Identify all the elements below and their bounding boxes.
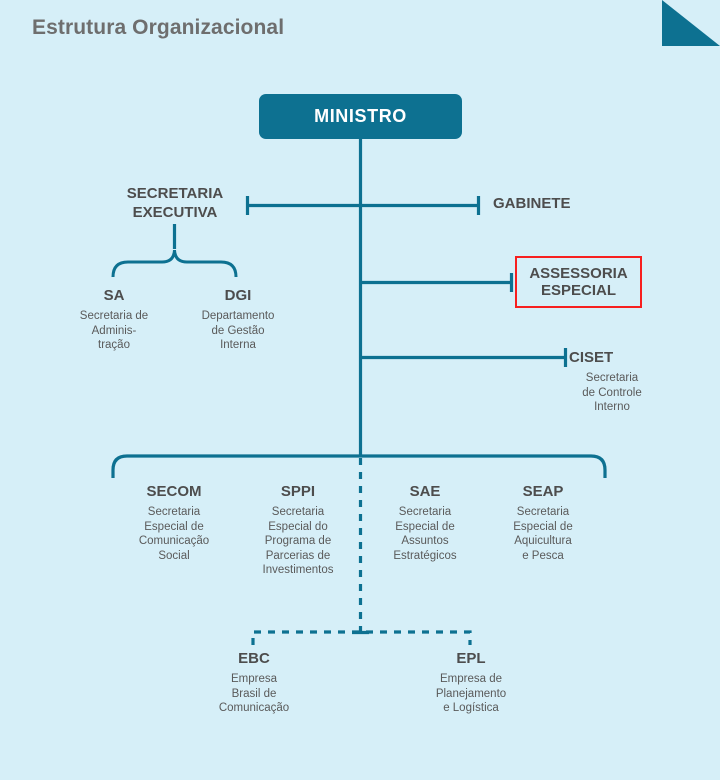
node-seap-code: SEAP	[522, 483, 564, 500]
node-sa-desc: Secretaria de Adminis- tração	[79, 310, 149, 351]
node-ebc-code: EBC	[238, 650, 270, 667]
node-secretaria-executiva[interactable]: SECRETARIA EXECUTIVA	[95, 184, 255, 222]
node-dgi[interactable]: DGI Departamento de Gestão Interna	[190, 287, 286, 353]
node-ciset-desc: Secretaria de Controle Interno	[582, 372, 642, 413]
node-sae-code: SAE	[409, 483, 441, 500]
node-ebc[interactable]: EBC Empresa Brasil de Comunicação	[200, 650, 308, 716]
node-gabinete-code: GABINETE	[493, 195, 571, 212]
node-seap-desc: Secretaria Especial de Aquicultura e Pes…	[513, 506, 573, 562]
node-ebc-desc: Empresa Brasil de Comunicação	[218, 673, 290, 714]
node-dgi-desc: Departamento de Gestão Interna	[201, 310, 275, 351]
node-dgi-code: DGI	[224, 287, 252, 304]
brace-sa-dgi	[111, 249, 238, 278]
node-epl-code: EPL	[456, 650, 486, 667]
node-secom-desc: Secretaria Especial de Comunicação Socia…	[138, 506, 210, 562]
node-secom[interactable]: SECOM Secretaria Especial de Comunicação…	[120, 483, 228, 563]
node-sppi-code: SPPI	[280, 483, 316, 500]
node-sppi-desc: Secretaria Especial do Programa de Parce…	[262, 506, 334, 576]
bracket-ebc-epl-dashed	[251, 630, 472, 645]
page-header: Estrutura Organizacional	[0, 0, 720, 66]
node-assessoria-especial-code: ASSESSORIA ESPECIAL	[529, 265, 628, 299]
node-ciset-code: CISET	[569, 349, 614, 366]
node-ministro-code: MINISTRO	[314, 106, 407, 126]
bracket-four-secretariats	[111, 454, 607, 478]
node-secretaria-executiva-code: SECRETARIA EXECUTIVA	[126, 185, 224, 221]
node-assessoria-especial[interactable]: ASSESSORIA ESPECIAL	[515, 256, 642, 308]
node-seap[interactable]: SEAP Secretaria Especial de Aquicultura …	[490, 483, 596, 563]
node-sae-desc: Secretaria Especial de Assuntos Estratég…	[393, 506, 457, 562]
node-epl-desc: Empresa de Planejamento e Logística	[435, 673, 507, 714]
node-sppi[interactable]: SPPI Secretaria Especial do Programa de …	[244, 483, 352, 578]
node-gabinete[interactable]: GABINETE	[493, 195, 643, 212]
node-sa-code: SA	[103, 287, 125, 304]
node-sa[interactable]: SA Secretaria de Adminis- tração	[68, 287, 160, 353]
node-epl[interactable]: EPL Empresa de Planejamento e Logística	[416, 650, 526, 716]
node-ciset[interactable]: CISET Secretaria de Controle Interno	[569, 349, 679, 415]
node-sae[interactable]: SAE Secretaria Especial de Assuntos Estr…	[372, 483, 478, 563]
node-ministro[interactable]: MINISTRO	[259, 94, 462, 139]
node-secom-code: SECOM	[146, 483, 202, 500]
corner-triangle-decoration-icon	[662, 0, 720, 46]
page-title: Estrutura Organizacional	[32, 16, 285, 39]
